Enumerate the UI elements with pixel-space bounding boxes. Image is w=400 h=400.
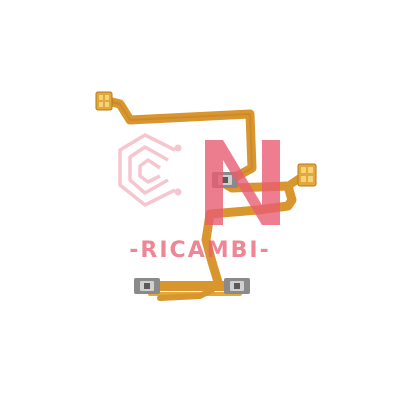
contact-pads <box>95 91 317 187</box>
logo-letter-n <box>205 140 280 225</box>
watermark-logo <box>118 133 280 225</box>
watermark-subtitle: -RICAMBI- <box>129 238 271 263</box>
logo-letter-c <box>118 133 182 207</box>
switch-buttons <box>134 172 250 294</box>
